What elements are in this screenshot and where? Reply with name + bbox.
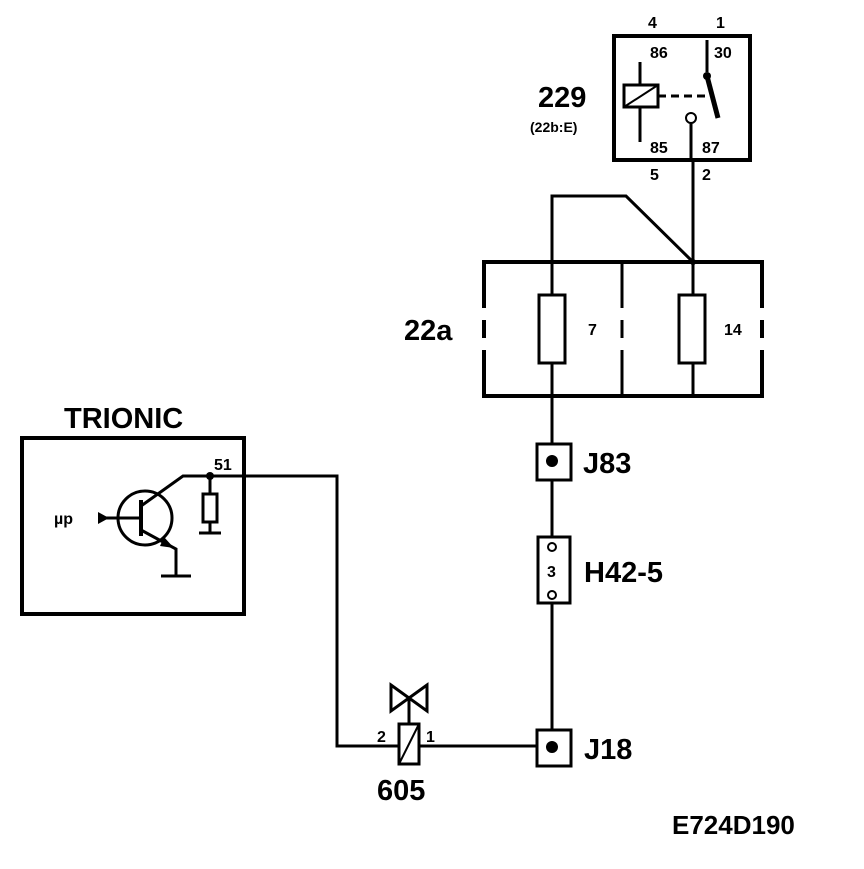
fusebox-gap (758, 308, 766, 320)
fuse-14-label: 14 (724, 322, 742, 339)
relay-contact-87 (685, 112, 697, 124)
relay-terminal-85: 85 (650, 140, 668, 157)
wire-trionic-51-to-valve (210, 474, 399, 748)
fusebox-gap (480, 308, 488, 320)
relay-id-label: 229 (538, 82, 586, 114)
relay-pin-5: 5 (650, 167, 659, 184)
j18-label: J18 (584, 734, 632, 766)
h42-pin-bottom (547, 590, 557, 600)
signal-arrow-icon (98, 512, 109, 524)
fusebox-gap (618, 338, 626, 350)
relay-switch-blade (704, 75, 721, 119)
fusebox-gap (618, 308, 626, 320)
trionic-signal-label: µp (54, 511, 73, 528)
valve-right-triangle (406, 682, 429, 714)
relay-coil-diagonal (623, 84, 659, 108)
transistor-collector (140, 474, 210, 508)
h42-pin-label: 3 (547, 564, 556, 581)
fusebox-gap (480, 338, 488, 350)
trionic-pin-51: 51 (214, 457, 232, 474)
valve-pin-2: 2 (377, 729, 386, 746)
j83-dot (546, 455, 558, 467)
trionic-name-label: TRIONIC (64, 403, 183, 435)
emitter-arrow-icon (160, 537, 174, 548)
relay-pin-2: 2 (702, 167, 711, 184)
relay-terminal-87: 87 (702, 140, 720, 157)
fuse-7-icon (537, 293, 567, 365)
h42-label: H42-5 (584, 557, 663, 589)
relay-pin-1: 1 (716, 15, 725, 32)
fusebox-id-label: 22a (404, 315, 453, 347)
trionic-box (20, 436, 246, 616)
valve-id-label: 605 (377, 775, 425, 807)
fusebox-22a: 7 14 22a (404, 260, 766, 398)
trionic-ecu: TRIONIC 51 µp (20, 403, 246, 616)
h42-pin-top (547, 542, 557, 552)
valve-solenoid-diagonal (398, 723, 420, 765)
connector-j83: J83 (535, 442, 631, 482)
fuse-14-icon (677, 293, 707, 365)
relay-terminal-86: 86 (650, 45, 668, 62)
valve-pin-1: 1 (426, 729, 435, 746)
wire-fuse-7-to-fuse-14 (550, 194, 695, 295)
relay-location-label: (22b:E) (530, 119, 577, 135)
j18-dot (546, 741, 558, 753)
valve-left-triangle (389, 682, 412, 714)
fusebox-gap (758, 338, 766, 350)
fuse-7-label: 7 (588, 322, 597, 339)
connector-h42-5: 3 H42-5 (536, 535, 663, 605)
connector-j18: J18 (535, 728, 632, 768)
resistor-icon (201, 492, 219, 524)
relay-box (612, 34, 752, 162)
relay-terminal-30: 30 (714, 45, 732, 62)
relay-pin-4: 4 (648, 15, 657, 32)
figure-id-label: E724D190 (672, 810, 795, 840)
j83-label: J83 (583, 448, 631, 480)
transistor-emitter (140, 528, 178, 576)
relay-229: 4 1 86 30 85 87 5 2 229 (22b:E) (530, 15, 752, 184)
valve-605: 2 1 605 (377, 682, 435, 807)
